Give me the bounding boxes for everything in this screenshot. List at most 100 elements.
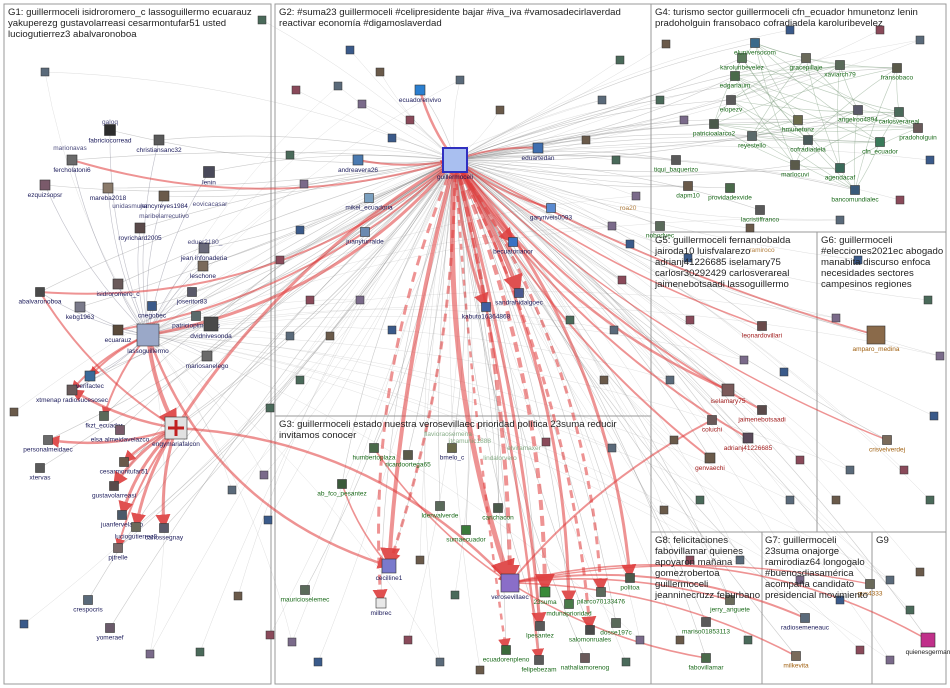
edge-gray: [147, 334, 293, 643]
node-label: verosevillaec: [491, 594, 529, 601]
node-avatar: [435, 501, 445, 511]
node-avatar: [801, 53, 811, 63]
node-ecuadorenvivo: ecuadorenvivo: [399, 84, 442, 104]
node-quienesgerman: quienesgerman: [906, 632, 950, 656]
node-genvaechi: genvaechi: [695, 452, 725, 472]
edge-gray: [107, 159, 456, 189]
node-label: ecuarauz: [105, 337, 132, 344]
edge-gray: [454, 159, 745, 361]
node-icon: [355, 295, 365, 305]
node-icon: [685, 555, 695, 565]
edge-gray: [135, 159, 456, 528]
node-label: isidroromero_c: [97, 291, 141, 298]
node-adrianj41226685: adrianj41226685: [724, 432, 773, 452]
node-icon: [435, 657, 445, 667]
node-avatar: [800, 613, 810, 623]
node-label: xtervas: [30, 475, 52, 482]
edge-gray: [361, 103, 456, 161]
node-icon: [609, 325, 619, 335]
node-icon: [885, 655, 895, 665]
node-icon: [735, 555, 745, 565]
node-label: mariosanelego: [186, 363, 229, 370]
node-label: nathaliamorenog: [561, 665, 610, 672]
node-avatar: [119, 457, 129, 467]
node-avatar: [105, 623, 115, 633]
edge-gray: [147, 334, 801, 581]
node-label: lassoguillermo: [127, 348, 169, 355]
edge-gray: [454, 159, 931, 501]
edges-red: [39, 89, 929, 662]
edge-gray: [454, 159, 731, 189]
node-label: joseritor83: [176, 299, 208, 306]
node-avatar: [730, 71, 740, 81]
node-label: maribelarrecutivo: [139, 213, 189, 220]
node-verifactec: verifactec: [76, 370, 105, 390]
edge-gray: [797, 109, 859, 121]
edge-gray: [299, 159, 456, 381]
edge-red: [509, 578, 731, 601]
edge-gray: [713, 123, 881, 143]
edge-gray: [454, 159, 859, 261]
panel-g1: [3, 3, 272, 685]
node-icon: [615, 55, 625, 65]
node-icon: [475, 665, 485, 675]
node-avatar: [514, 288, 524, 298]
edge-gray: [202, 159, 456, 267]
node-avatar: [835, 163, 845, 173]
node-label: cesarmontufar51: [100, 469, 149, 476]
node-christiansanc32: christiansanc32: [136, 134, 182, 154]
edge-gray: [147, 291, 837, 336]
edge-gray: [454, 99, 732, 161]
node-eduartedan: eduartedan: [522, 142, 555, 162]
node-carlosverareal: carlosverareal: [879, 107, 920, 126]
node-icon: [405, 115, 415, 125]
node-label: dapm10: [676, 193, 700, 200]
node-icon: [659, 505, 669, 515]
node-bmelo-c: bmelo_c: [440, 443, 465, 462]
edge-gray: [754, 42, 796, 166]
node-cesarmontufar51: cesarmontufar51: [100, 457, 149, 476]
group-title-g6: G6: guillermoceli #elecciones2021ec abog…: [821, 235, 946, 290]
edge-gray: [454, 159, 741, 561]
node-avatar: [791, 651, 801, 661]
node-avatar: [300, 585, 310, 595]
node-icon: [685, 315, 695, 325]
node-label: patricioalarco2: [693, 131, 736, 138]
node-icon: [285, 331, 295, 341]
node-label: angelroo4894: [838, 117, 878, 124]
node-elopezv: elopezv: [720, 95, 743, 114]
node-icon: [275, 255, 285, 265]
node-label: eluniversocom: [734, 50, 776, 57]
node-label: eduer2180_: [188, 239, 223, 246]
edge-gray: [147, 334, 891, 581]
node-avatar: [201, 350, 213, 362]
node-avatar: [539, 586, 551, 598]
node-avatar: [793, 115, 803, 125]
node-label: mauricioselemec: [281, 597, 331, 604]
node-icon: [785, 25, 795, 35]
node-label: ricardoortega65: [385, 462, 431, 469]
node-becuatorianor: becuatorianor: [493, 237, 534, 256]
node-nobodyec: nobodyec: [646, 221, 675, 240]
node-dapm10: dapm10: [676, 181, 700, 200]
edge-gray: [117, 159, 456, 285]
edge-gray: [147, 334, 265, 476]
node-icon: [621, 657, 631, 667]
node-avatar: [375, 597, 387, 609]
edge-gray: [147, 304, 941, 357]
node-label: mareba2018: [90, 195, 127, 202]
node-icon: [40, 67, 50, 77]
node-cofradiadela: cofradiadela: [790, 135, 826, 154]
group-title-g8: G8: felicitaciones fabovillamar quienes …: [655, 535, 761, 601]
edge-gray: [303, 159, 456, 185]
node-ab-fco-pesantez: ab_fco_pesantez: [317, 479, 367, 498]
edge-red: [453, 159, 597, 632]
node-avatar: [369, 443, 379, 453]
node-avatar: [755, 205, 765, 215]
node-ldenvalverde: ldenvalverde: [422, 501, 459, 520]
edge-red: [380, 159, 457, 568]
node-avatar: [508, 237, 518, 247]
edge-gray: [149, 159, 456, 655]
node-avatar: [39, 179, 51, 191]
node-avatar: [198, 242, 210, 254]
